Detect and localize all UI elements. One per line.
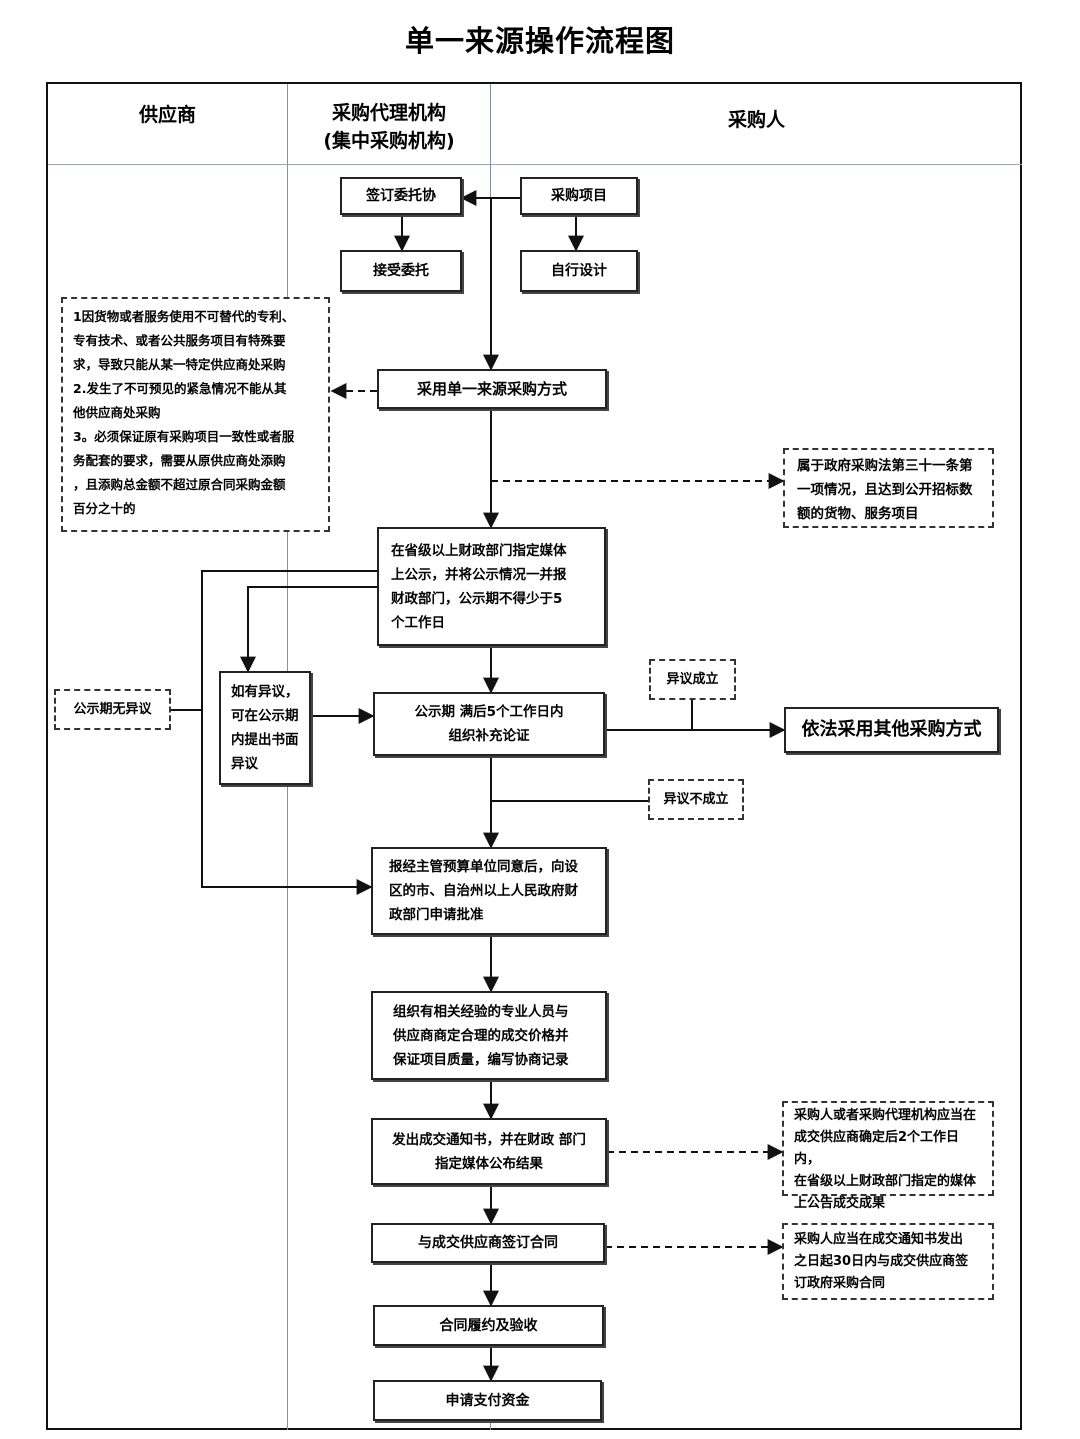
node-notice-line2: 指定媒体公布结果 bbox=[434, 1155, 543, 1172]
node-negotiate-line3: 保证项目质量，编写协商记录 bbox=[393, 1051, 569, 1068]
note-objection-rejected: 异议不成立 bbox=[648, 779, 744, 820]
note-conditions-line8: ，且添购总金额不超过原合同采购金额 bbox=[73, 477, 286, 492]
note-announce-line2: 成交供应商确定后2个工作日内， bbox=[794, 1130, 960, 1167]
lane-title-supplier-text: 供应商 bbox=[138, 104, 196, 126]
node-apply-payment-text: 申请支付资金 bbox=[445, 1392, 530, 1409]
note-contract-deadline: 采购人应当在成交通知书发出 之日起30日内与成交供应商签 订政府采购合同 bbox=[782, 1223, 994, 1300]
node-publicize-line2: 上公示，并将公示情况一并报 bbox=[391, 566, 567, 583]
node-notice-line1: 发出成交通知书，并在财政 部门 bbox=[392, 1131, 586, 1148]
note-announce-result: 采购人或者采购代理机构应当在 成交供应商确定后2个工作日内， 在省级以上财政部门… bbox=[782, 1101, 994, 1211]
note-announce-line3: 在省级以上财政部门指定的媒体 bbox=[794, 1174, 977, 1189]
node-objection-line3: 内提出书面 bbox=[231, 732, 299, 748]
node-publicize: 在省级以上财政部门指定媒体 上公示，并将公示情况一并报 财政部门，公示期不得少于… bbox=[377, 527, 606, 646]
node-notice: 发出成交通知书，并在财政 部门 指定媒体公布结果 bbox=[371, 1118, 607, 1185]
page-title: 单一来源操作流程图 bbox=[404, 24, 675, 58]
node-other-method-text: 依法采用其他采购方式 bbox=[801, 719, 982, 740]
lane-title-agency: 采购代理机构 (集中采购机构) bbox=[288, 99, 490, 155]
note-conditions-line7: 务配套的要求，需要从原供应商处添购 bbox=[73, 453, 286, 468]
node-publicize-line1: 在省级以上财政部门指定媒体 bbox=[391, 542, 567, 559]
note-announce-line4: 上公告成交成果 bbox=[794, 1196, 886, 1211]
node-supplement: 公示期 满后5个工作日内 组织补充论证 bbox=[373, 692, 605, 756]
node-publicize-line4: 个工作日 bbox=[391, 614, 445, 631]
node-supplement-line1: 公示期 满后5个工作日内 bbox=[414, 704, 564, 720]
lane-title-purchaser: 采购人 bbox=[491, 106, 1022, 134]
node-accept-entrust: 接受委托 bbox=[340, 250, 462, 292]
note-objection-upheld-text: 异议成立 bbox=[666, 671, 719, 687]
diagram-frame bbox=[46, 82, 1022, 1430]
note-art31-line2: 一项情况，且达到公开招标数 bbox=[797, 482, 973, 498]
note-article-31: 属于政府采购法第三十一条第 一项情况，且达到公开招标数 额的货物、服务项目 bbox=[783, 448, 994, 528]
note-objection-upheld: 异议成立 bbox=[649, 659, 736, 700]
node-accept-entrust-text: 接受委托 bbox=[373, 263, 429, 279]
node-supplement-line2: 组织补充论证 bbox=[448, 728, 530, 744]
note-objection-rejected-text: 异议不成立 bbox=[663, 791, 729, 807]
node-apply-payment: 申请支付资金 bbox=[373, 1380, 602, 1421]
node-self-design: 自行设计 bbox=[520, 250, 638, 292]
lane-title-agency-line1: 采购代理机构 bbox=[331, 102, 446, 124]
node-objection-line4: 异议 bbox=[231, 756, 258, 772]
lane-title-supplier: 供应商 bbox=[48, 101, 287, 129]
note-no-objection-text: 公示期无异议 bbox=[73, 701, 152, 717]
node-purchase-project-text: 采购项目 bbox=[551, 188, 607, 204]
note-conditions-line6: 3。必须保证原有采购项目一致性或者服 bbox=[73, 429, 295, 444]
note-conditions-line5: 他供应商处采购 bbox=[73, 405, 161, 420]
note-contract-line3: 订政府采购合同 bbox=[794, 1276, 886, 1291]
node-purchase-project: 采购项目 bbox=[520, 177, 638, 215]
node-publicize-line3: 财政部门，公示期不得少于5 bbox=[391, 590, 563, 607]
node-objection-line2: 可在公示期 bbox=[231, 708, 299, 724]
note-conditions-line9: 百分之十的 bbox=[73, 501, 136, 516]
node-approval-line1: 报经主管预算单位同意后，向设 bbox=[389, 859, 578, 875]
node-perform-accept: 合同履约及验收 bbox=[373, 1305, 604, 1346]
node-negotiate-line1: 组织有相关经验的专业人员与 bbox=[393, 1003, 569, 1020]
node-sign-entrust: 签订委托协 bbox=[340, 177, 462, 215]
node-approval-line2: 区的市、自治州以上人民政府财 bbox=[389, 883, 578, 899]
note-art31-line3: 额的货物、服务项目 bbox=[797, 506, 919, 522]
node-self-design-text: 自行设计 bbox=[551, 263, 607, 279]
arrow-publicize-to-approval bbox=[201, 570, 377, 895]
note-no-objection: 公示期无异议 bbox=[54, 689, 171, 730]
node-objection-line1: 如有异议， bbox=[231, 684, 299, 700]
note-contract-line1: 采购人应当在成交通知书发出 bbox=[794, 1232, 964, 1247]
note-art31-line1: 属于政府采购法第三十一条第 bbox=[797, 458, 973, 474]
node-negotiate-line2: 供应商商定合理的成交价格并 bbox=[393, 1027, 569, 1044]
node-approval: 报经主管预算单位同意后，向设 区的市、自治州以上人民政府财 政部门申请批准 bbox=[371, 847, 607, 935]
note-conditions-line2: 专有技术、或者公共服务项目有特殊要 bbox=[73, 333, 286, 348]
header-divider bbox=[48, 164, 1022, 165]
arrow-publicize-to-objection bbox=[240, 586, 377, 673]
node-adopt-single-source: 采用单一来源采购方式 bbox=[377, 369, 607, 409]
note-conditions-line4: 2.发生了不可预见的紧急情况不能从其 bbox=[73, 381, 287, 396]
node-sign-contract-text: 与成交供应商签订合同 bbox=[418, 1235, 558, 1251]
note-conditions-line1: 1因货物或者服务使用不可替代的专利、 bbox=[73, 309, 295, 324]
node-sign-entrust-text: 签订委托协 bbox=[366, 188, 436, 204]
node-perform-accept-text: 合同履约及验收 bbox=[439, 1317, 538, 1334]
note-conditions: 1因货物或者服务使用不可替代的专利、 专有技术、或者公共服务项目有特殊要 求，导… bbox=[61, 297, 330, 532]
node-objection: 如有异议， 可在公示期 内提出书面 异议 bbox=[219, 671, 311, 785]
lane-title-agency-line2: (集中采购机构) bbox=[323, 130, 455, 152]
node-negotiate: 组织有相关经验的专业人员与 供应商商定合理的成交价格并 保证项目质量，编写协商记… bbox=[371, 991, 607, 1080]
note-announce-line1: 采购人或者采购代理机构应当在 bbox=[794, 1108, 977, 1123]
lane-title-purchaser-text: 采购人 bbox=[727, 109, 785, 131]
node-approval-line3: 政部门申请批准 bbox=[389, 907, 484, 923]
node-sign-contract: 与成交供应商签订合同 bbox=[371, 1223, 605, 1263]
node-adopt-single-source-text: 采用单一来源采购方式 bbox=[416, 380, 567, 398]
note-conditions-line3: 求，导致只能从某一特定供应商处采购 bbox=[73, 357, 286, 372]
node-other-method: 依法采用其他采购方式 bbox=[784, 707, 999, 753]
note-contract-line2: 之日起30日内与成交供应商签 bbox=[794, 1254, 969, 1269]
